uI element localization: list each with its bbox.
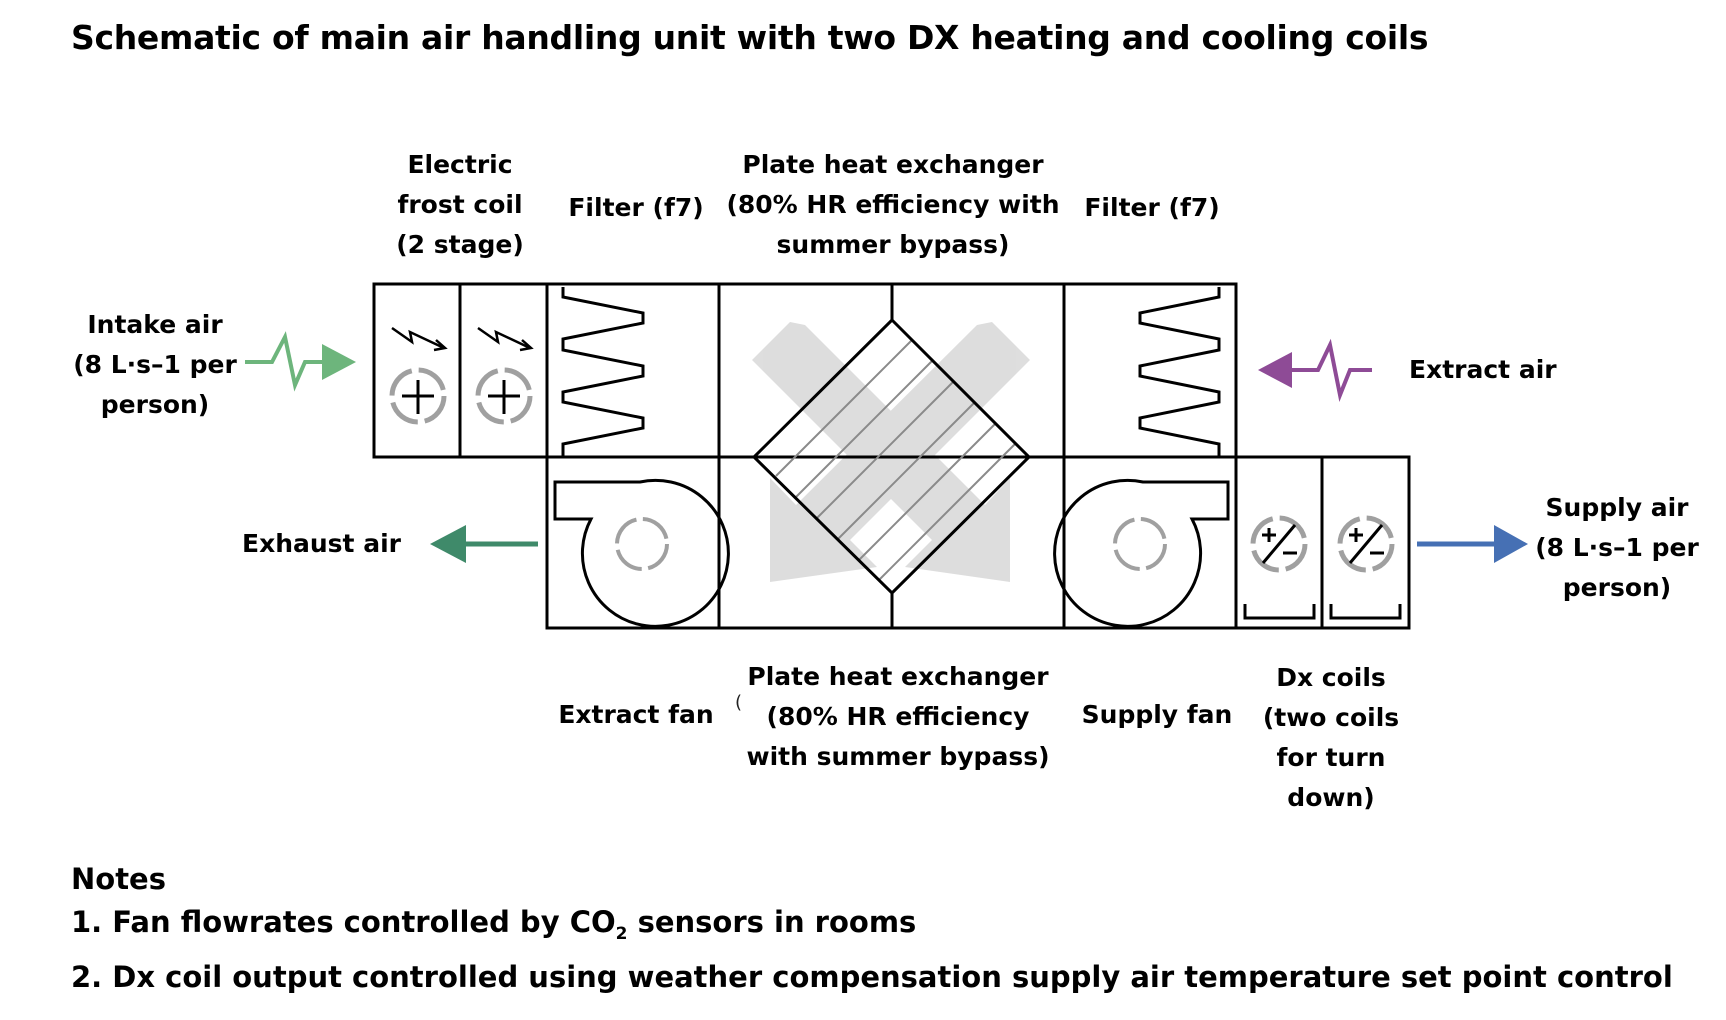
label-line: frost coil bbox=[397, 190, 523, 219]
label-line: (2 stage) bbox=[396, 230, 524, 259]
label-line: Plate heat exchanger bbox=[742, 150, 1044, 179]
label-line: summer bypass) bbox=[776, 230, 1010, 259]
supply-air-arrow bbox=[1417, 525, 1528, 563]
label-dx-coils: Dx coils (two coils for turn down) bbox=[1263, 658, 1399, 818]
plus-minus-icon bbox=[1250, 515, 1308, 573]
label-line: (80% HR efficiency bbox=[766, 702, 1030, 731]
dx-coil-2 bbox=[1329, 515, 1402, 620]
extract-air-arrow bbox=[1258, 338, 1372, 402]
label-line: with summer bypass) bbox=[746, 742, 1050, 771]
frost-coil-stage-1 bbox=[389, 326, 448, 425]
label-line: Plate heat exchanger bbox=[747, 662, 1049, 691]
note-2: 2. Dx coil output controlled using weath… bbox=[71, 959, 1673, 994]
label-line: Supply air bbox=[1545, 493, 1689, 522]
label-supply-air: Supply air (8 L·s–1 per person) bbox=[1535, 488, 1699, 608]
note-1-subscript: 2 bbox=[615, 923, 628, 944]
frost-coil-stage-2 bbox=[475, 326, 534, 425]
label-line: person) bbox=[100, 390, 210, 419]
stray-glyph: ( bbox=[735, 692, 743, 713]
drain-tray-icon bbox=[1243, 604, 1316, 620]
hx-arrow-supply-path bbox=[770, 322, 1030, 582]
notes-section: Notes 1. Fan flowrates controlled by CO2… bbox=[71, 858, 1673, 999]
ahu-casing bbox=[372, 282, 1411, 630]
label-line: (8 L·s–1 per bbox=[1535, 533, 1699, 562]
drain-tray-icon bbox=[1329, 604, 1402, 620]
hx-airflow-arrows bbox=[752, 322, 1030, 582]
heater-symbol-icon bbox=[475, 367, 533, 425]
notes-heading: Notes bbox=[71, 862, 166, 896]
heater-symbol-icon bbox=[389, 367, 447, 425]
label-exhaust-air: Exhaust air bbox=[242, 529, 401, 558]
label-intake-air: Intake air (8 L·s–1 per person) bbox=[73, 305, 237, 425]
label-extract-fan: Extract fan bbox=[558, 700, 714, 729]
note-1-text: 1. Fan flowrates controlled by CO bbox=[71, 905, 616, 939]
plate-heat-exchanger bbox=[751, 317, 1032, 596]
label-line: person) bbox=[1562, 573, 1672, 602]
intake-air-arrow bbox=[245, 331, 356, 392]
supply-fan-icon bbox=[1053, 478, 1230, 628]
label-filter-left: Filter (f7) bbox=[568, 193, 704, 222]
label-electric-frost-coil: Electric frost coil (2 stage) bbox=[396, 145, 524, 265]
label-line: (two coils bbox=[1262, 703, 1400, 732]
lower-row-box bbox=[545, 455, 1411, 630]
filter-left-icon bbox=[561, 287, 645, 457]
label-line: (8 L·s–1 per bbox=[73, 350, 237, 379]
filter-right-icon bbox=[1138, 287, 1221, 457]
label-line: Electric bbox=[407, 150, 513, 179]
lightning-icon bbox=[477, 326, 531, 350]
note-1: 1. Fan flowrates controlled by CO2 senso… bbox=[71, 901, 1673, 956]
label-filter-right: Filter (f7) bbox=[1084, 193, 1220, 222]
label-plate-heat-exchanger-bottom: Plate heat exchanger (80% HR efficiency … bbox=[746, 657, 1049, 777]
label-line: (80% HR efficiency with bbox=[726, 190, 1060, 219]
lightning-icon bbox=[391, 326, 445, 350]
diagram-title: Schematic of main air handling unit with… bbox=[71, 18, 1429, 57]
plus-minus-icon bbox=[1337, 515, 1395, 573]
label-line: Dx coils bbox=[1276, 663, 1386, 692]
dx-coil-1 bbox=[1243, 515, 1316, 620]
label-line: for turn bbox=[1276, 743, 1386, 772]
label-line: Intake air bbox=[87, 310, 223, 339]
label-plate-heat-exchanger-top: Plate heat exchanger (80% HR efficiency … bbox=[726, 145, 1059, 265]
label-extract-air: Extract air bbox=[1409, 355, 1557, 384]
exhaust-air-arrow bbox=[430, 525, 538, 563]
label-line: down) bbox=[1287, 783, 1375, 812]
extract-fan-icon bbox=[553, 478, 730, 628]
note-1-text-end: sensors in rooms bbox=[627, 905, 917, 939]
label-supply-fan: Supply fan bbox=[1081, 700, 1233, 729]
